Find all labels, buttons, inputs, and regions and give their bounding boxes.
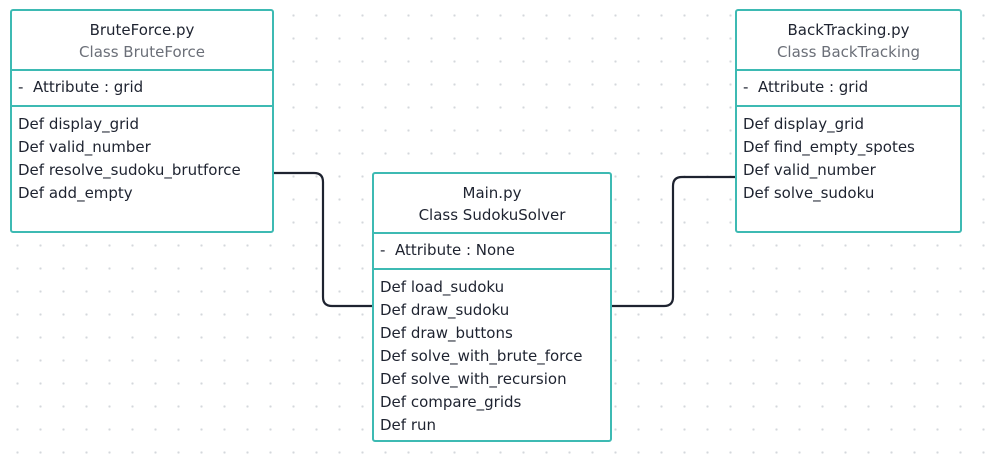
bruteforce-class-header: BruteForce.py Class BruteForce (12, 11, 272, 71)
backtracking-method: Def display_grid (743, 115, 864, 133)
bruteforce-method: Def display_grid (18, 115, 139, 133)
main-class-box[interactable]: Main.py Class SudokuSolver - Attribute :… (372, 172, 612, 442)
main-methods: Def load_sudoku Def draw_sudoku Def draw… (374, 270, 610, 437)
backtracking-class-name: Class BackTracking (776, 43, 921, 61)
main-method: Def load_sudoku (380, 278, 505, 296)
bruteforce-attributes: - Attribute : grid (12, 71, 272, 107)
backtracking-method: Def find_empty_spotes (743, 138, 915, 156)
backtracking-file-name: BackTracking.py (787, 21, 910, 39)
main-method: Def draw_sudoku (380, 301, 510, 319)
main-attributes: - Attribute : None (374, 234, 610, 270)
main-method: Def solve_with_brute_force (380, 347, 583, 365)
connector-main-to-backtracking[interactable] (611, 175, 736, 308)
main-method: Def draw_buttons (380, 324, 513, 342)
bruteforce-method: Def valid_number (18, 138, 151, 156)
backtracking-method: Def solve_sudoku (743, 184, 875, 202)
backtracking-method: Def valid_number (743, 161, 876, 179)
main-class-name: Class SudokuSolver (418, 206, 566, 224)
main-method: Def run (380, 416, 437, 434)
connector-bruteforce-to-main[interactable] (273, 171, 373, 308)
bruteforce-methods: Def display_grid Def valid_number Def re… (12, 107, 272, 205)
main-file-name: Main.py (462, 184, 522, 202)
bruteforce-file-name: BruteForce.py (89, 21, 195, 39)
backtracking-class-header: BackTracking.py Class BackTracking (737, 11, 960, 71)
main-class-header: Main.py Class SudokuSolver (374, 174, 610, 234)
bruteforce-method: Def add_empty (18, 184, 133, 202)
bruteforce-class-name: Class BruteForce (79, 43, 205, 61)
main-method: Def compare_grids (380, 393, 522, 411)
backtracking-class-box[interactable]: BackTracking.py Class BackTracking - Att… (735, 9, 962, 233)
backtracking-attributes: - Attribute : grid (737, 71, 960, 107)
backtracking-methods: Def display_grid Def find_empty_spotes D… (737, 107, 960, 205)
bruteforce-method: Def resolve_sudoku_brutforce (18, 161, 241, 179)
main-method: Def solve_with_recursion (380, 370, 567, 388)
bruteforce-class-box[interactable]: BruteForce.py Class BruteForce - Attribu… (10, 9, 274, 233)
